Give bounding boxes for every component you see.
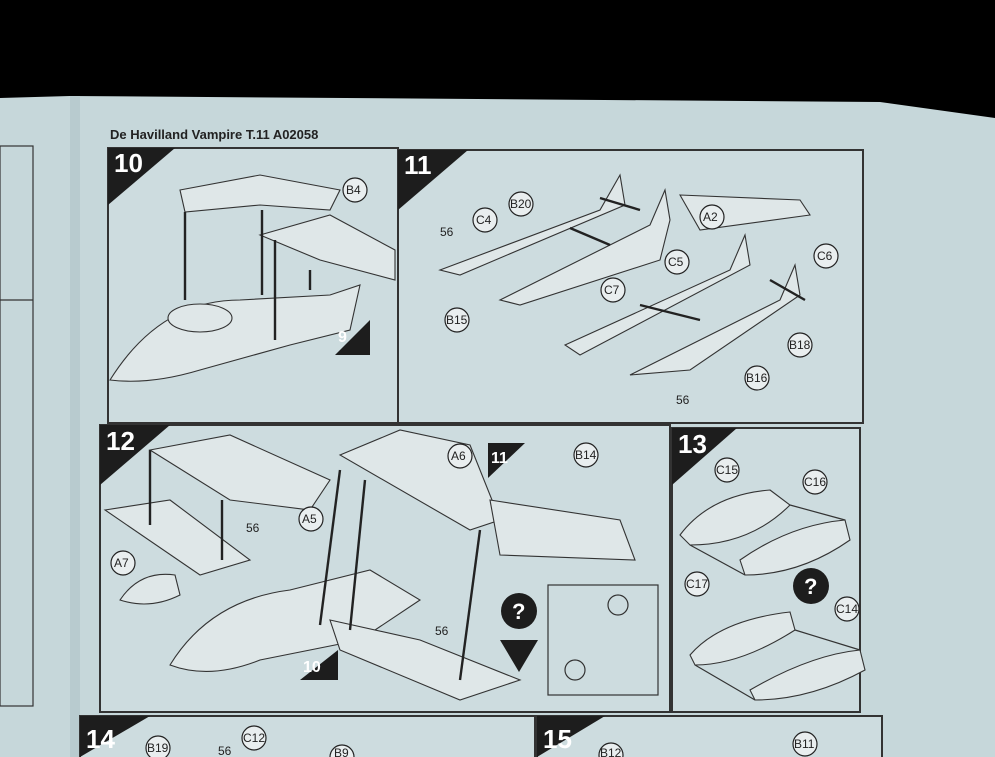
label-b11: B11 bbox=[794, 737, 815, 751]
label-c7: C7 bbox=[604, 283, 620, 297]
step-14-number: 14 bbox=[86, 724, 115, 754]
label-c5: C5 bbox=[668, 255, 684, 269]
step-15-number: 15 bbox=[543, 724, 572, 754]
step-10-number: 10 bbox=[114, 148, 143, 178]
left-page-edge bbox=[0, 145, 34, 707]
label-56-upper: 56 bbox=[246, 521, 260, 535]
callout-b20 bbox=[508, 191, 534, 217]
step-13-number: 13 bbox=[678, 429, 707, 459]
callout-b15 bbox=[444, 307, 470, 333]
callout-c5 bbox=[664, 249, 690, 275]
sub-ref-9: 9 bbox=[338, 329, 347, 346]
callout-c6 bbox=[813, 243, 839, 269]
help-icon-13 bbox=[793, 568, 829, 604]
callout-c16 bbox=[802, 469, 828, 495]
label-56-lower: 56 bbox=[435, 624, 449, 638]
label-b4: B4 bbox=[346, 183, 361, 197]
callout-c17 bbox=[684, 571, 710, 597]
step-14-panel: 14 B19 C12 56 B9 bbox=[79, 715, 536, 757]
help-glyph-13: ? bbox=[804, 574, 817, 599]
callout-c12 bbox=[241, 725, 267, 751]
callout-c4 bbox=[472, 207, 498, 233]
step-13-badge bbox=[672, 428, 737, 485]
label-b18: B18 bbox=[789, 338, 811, 352]
label-a2: A2 bbox=[703, 210, 718, 224]
callout-b9 bbox=[329, 744, 355, 757]
label-b15: B15 bbox=[446, 313, 468, 327]
label-c17: C17 bbox=[686, 577, 708, 591]
label-56-bottom: 56 bbox=[676, 393, 690, 407]
sub-ref-10-badge bbox=[300, 650, 338, 680]
sub-ref-11: 11 bbox=[491, 450, 508, 467]
step-15-panel: 15 B12 B11 bbox=[536, 715, 883, 757]
step-11-number: 11 bbox=[404, 150, 432, 180]
step-10-panel: 10 B4 9 bbox=[107, 147, 399, 424]
label-56-top: 56 bbox=[440, 225, 454, 239]
step-12-number: 12 bbox=[106, 426, 135, 456]
callout-a5 bbox=[298, 506, 324, 532]
label-c6: C6 bbox=[817, 249, 833, 263]
callout-c15 bbox=[714, 457, 740, 483]
step-12-badge bbox=[100, 425, 170, 485]
label-c4: C4 bbox=[476, 213, 492, 227]
sheet-title: De Havilland Vampire T.11 A02058 bbox=[110, 127, 318, 142]
label-b19: B19 bbox=[147, 741, 169, 755]
callout-b16 bbox=[744, 365, 770, 391]
callout-b14 bbox=[573, 442, 599, 468]
callout-b11 bbox=[792, 731, 818, 757]
label-a6: A6 bbox=[451, 449, 466, 463]
sub-ref-9-badge bbox=[335, 320, 370, 355]
sub-ref-11-badge bbox=[488, 443, 525, 478]
help-icon bbox=[501, 593, 537, 629]
label-56-s14: 56 bbox=[218, 744, 232, 757]
callout-a6 bbox=[447, 443, 473, 469]
label-c16: C16 bbox=[804, 475, 826, 489]
label-b16: B16 bbox=[746, 371, 768, 385]
label-b20: B20 bbox=[510, 197, 532, 211]
callout-b4 bbox=[342, 177, 368, 203]
step-14-badge bbox=[80, 716, 150, 757]
label-b9: B9 bbox=[334, 746, 349, 757]
drill-icon bbox=[500, 640, 538, 672]
label-c15: C15 bbox=[716, 463, 738, 477]
callout-c14 bbox=[834, 596, 860, 622]
step-11-badge bbox=[398, 150, 468, 210]
label-a7: A7 bbox=[114, 556, 129, 570]
step-15-badge bbox=[537, 716, 605, 757]
label-c14: C14 bbox=[836, 602, 858, 616]
callout-a2 bbox=[699, 204, 725, 230]
label-a5: A5 bbox=[302, 512, 317, 526]
step-12-panel: 12 A5 A6 B14 A7 56 56 11 10 ? bbox=[99, 424, 671, 713]
callout-b19 bbox=[145, 735, 171, 757]
paper-fold bbox=[70, 96, 80, 757]
sub-ref-10: 10 bbox=[303, 659, 321, 676]
callout-c7 bbox=[600, 277, 626, 303]
label-b14: B14 bbox=[575, 448, 597, 462]
step-13-panel: 13 C15 C16 C17 C14 ? bbox=[671, 427, 866, 713]
step-11-panel: 11 C4 B20 C5 A2 C6 C7 B18 B16 B15 56 56 bbox=[397, 149, 864, 424]
help-glyph: ? bbox=[512, 599, 525, 624]
callout-b12 bbox=[598, 742, 624, 757]
callout-b18 bbox=[787, 332, 813, 358]
label-b12: B12 bbox=[600, 746, 622, 757]
callout-a7 bbox=[110, 550, 136, 576]
step-10-badge bbox=[108, 148, 175, 205]
label-c12: C12 bbox=[243, 731, 265, 745]
